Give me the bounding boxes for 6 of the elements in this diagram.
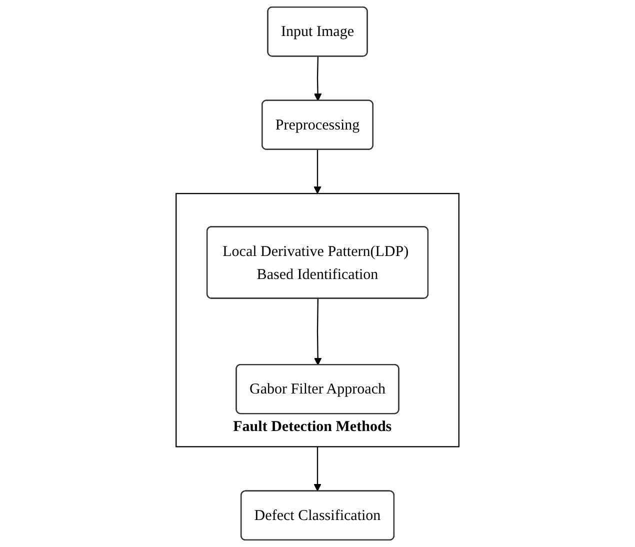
process-box: Gabor Filter Approach [236,364,400,414]
process-box: Local Derivative Pattern(LDP) Based Identification [206,226,429,299]
group-title: Fault Detection Methods [233,418,392,435]
process-box: Input Image [267,6,368,57]
process-box: Defect Classification [240,490,395,540]
process-box: Preprocessing [262,100,374,150]
